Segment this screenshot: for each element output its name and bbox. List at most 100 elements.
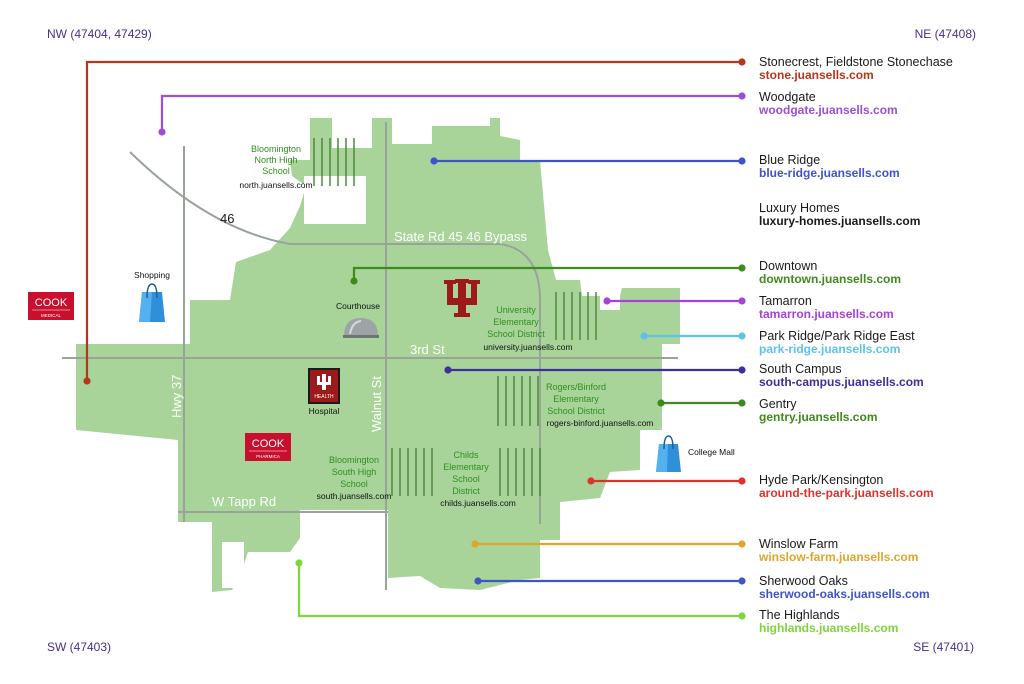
neighborhood-link[interactable]: tamarron.juansells.com <box>759 307 894 321</box>
school-south: Bloomington South High School south.juan… <box>317 455 392 501</box>
neighborhood-name: Downtown <box>759 259 817 273</box>
leader-dot <box>295 559 303 567</box>
neighborhood-name: South Campus <box>759 362 842 376</box>
neighborhood-link[interactable]: blue-ridge.juansells.com <box>759 166 900 180</box>
school-university: University Elementary School District un… <box>483 305 572 352</box>
neighborhood-name: Tamarron <box>759 294 812 308</box>
neighborhood-link[interactable]: downtown.juansells.com <box>759 272 901 286</box>
neighborhood-link[interactable]: south-campus.juansells.com <box>759 375 924 389</box>
school-name-line: University <box>496 305 536 315</box>
shopping-bag-icon <box>139 283 165 322</box>
legend-item-stone[interactable]: Stonecrest, Fieldstone Stonechasestone.j… <box>759 55 953 82</box>
school-url: north.juansells.com <box>239 180 312 190</box>
roads <box>62 122 678 590</box>
school-name-line: School <box>452 474 480 484</box>
leader-dot <box>738 477 746 485</box>
leader-sherwood <box>474 577 746 585</box>
neighborhood-link[interactable]: winslow-farm.juansells.com <box>758 550 918 564</box>
college-mall-label: College Mall <box>688 447 735 457</box>
neighborhood-link[interactable]: woodgate.juansells.com <box>758 103 898 117</box>
school-rogers: Rogers/Binford Elementary School Distric… <box>546 382 653 428</box>
w-tapp-rd-label: W Tapp Rd <box>212 494 276 509</box>
leader-winslow <box>471 540 746 548</box>
school-name-line: District <box>452 486 480 496</box>
hwy-37-label: Hwy 37 <box>169 375 184 418</box>
route-46-label: 46 <box>220 211 234 226</box>
cook-medical-word: MEDICAL <box>41 313 62 318</box>
neighborhood-link[interactable]: highlands.juansells.com <box>759 621 898 635</box>
leader-lines <box>83 58 746 620</box>
school-name-line: School <box>340 479 368 489</box>
leader-dot <box>738 157 746 165</box>
leader-dot <box>83 377 91 385</box>
leader-downtown <box>350 264 746 285</box>
school-name-line: Elementary <box>553 394 599 404</box>
school-name-line: North High <box>254 155 297 165</box>
school-name-line: Bloomington <box>251 144 301 154</box>
bypass-label: State Rd 45 46 Bypass <box>394 229 527 244</box>
iu-health-logo: HEALTH <box>308 368 340 404</box>
leader-dot <box>738 58 746 66</box>
leader-hyde-park <box>587 477 746 485</box>
corner-ne-label: NE (47408) <box>915 27 976 41</box>
leader-gentry <box>657 399 746 407</box>
city-area <box>76 118 680 592</box>
leader-blue-ridge <box>430 157 746 165</box>
leader-dot <box>738 92 746 100</box>
leader-dot <box>158 128 166 136</box>
route-46-road <box>129 151 541 524</box>
leader-dot <box>738 332 746 340</box>
school-name-line: South High <box>332 467 377 477</box>
neighborhood-link[interactable]: luxury-homes.juansells.com <box>759 214 920 228</box>
neighborhood-name: Hyde Park/Kensington <box>759 473 883 487</box>
legend-item-park-ridge[interactable]: Park Ridge/Park Ridge Eastpark-ridge.jua… <box>759 329 915 356</box>
neighborhood-link[interactable]: sherwood-oaks.juansells.com <box>759 587 930 601</box>
leader-dot <box>350 277 358 285</box>
shopping-label: Shopping <box>134 270 170 280</box>
neighborhood-link[interactable]: stone.juansells.com <box>759 68 874 82</box>
school-name-line: School District <box>487 329 545 339</box>
leader-dot <box>603 297 611 305</box>
school-url: university.juansells.com <box>483 342 572 352</box>
leader-line <box>352 266 742 281</box>
leader-tamarron <box>603 297 746 305</box>
college-mall-bag-icon <box>656 435 681 472</box>
leader-south-campus <box>444 366 746 374</box>
neighborhood-link[interactable]: around-the-park.juansells.com <box>759 486 934 500</box>
leader-dot <box>640 332 648 340</box>
corner-se-label: SE (47401) <box>913 640 974 654</box>
school-url: rogers-binford.juansells.com <box>547 418 654 428</box>
leader-dot <box>738 264 746 272</box>
leader-dot <box>471 540 479 548</box>
courthouse-icon <box>343 318 379 338</box>
leader-park-ridge <box>640 332 746 340</box>
leader-dot <box>587 477 595 485</box>
leader-dot <box>657 399 665 407</box>
neighborhood-name: Woodgate <box>759 90 816 104</box>
corner-sw-label: SW (47403) <box>47 640 111 654</box>
school-stripes <box>313 138 597 496</box>
leader-line <box>85 60 742 381</box>
neighborhood-name: The Highlands <box>759 608 840 622</box>
leader-dot <box>474 577 482 585</box>
third-st-label: 3rd St <box>410 342 445 357</box>
leader-dot <box>738 577 746 585</box>
school-name-line: Bloomington <box>329 455 379 465</box>
leader-dot <box>430 157 438 165</box>
school-name-line: Rogers/Binford <box>546 382 606 392</box>
neighborhood-link[interactable]: gentry.juansells.com <box>759 410 877 424</box>
legend-item-hyde-park[interactable]: Hyde Park/Kensingtonaround-the-park.juan… <box>759 473 934 500</box>
leader-line <box>297 563 742 618</box>
neighborhood-link[interactable]: park-ridge.juansells.com <box>759 342 900 356</box>
